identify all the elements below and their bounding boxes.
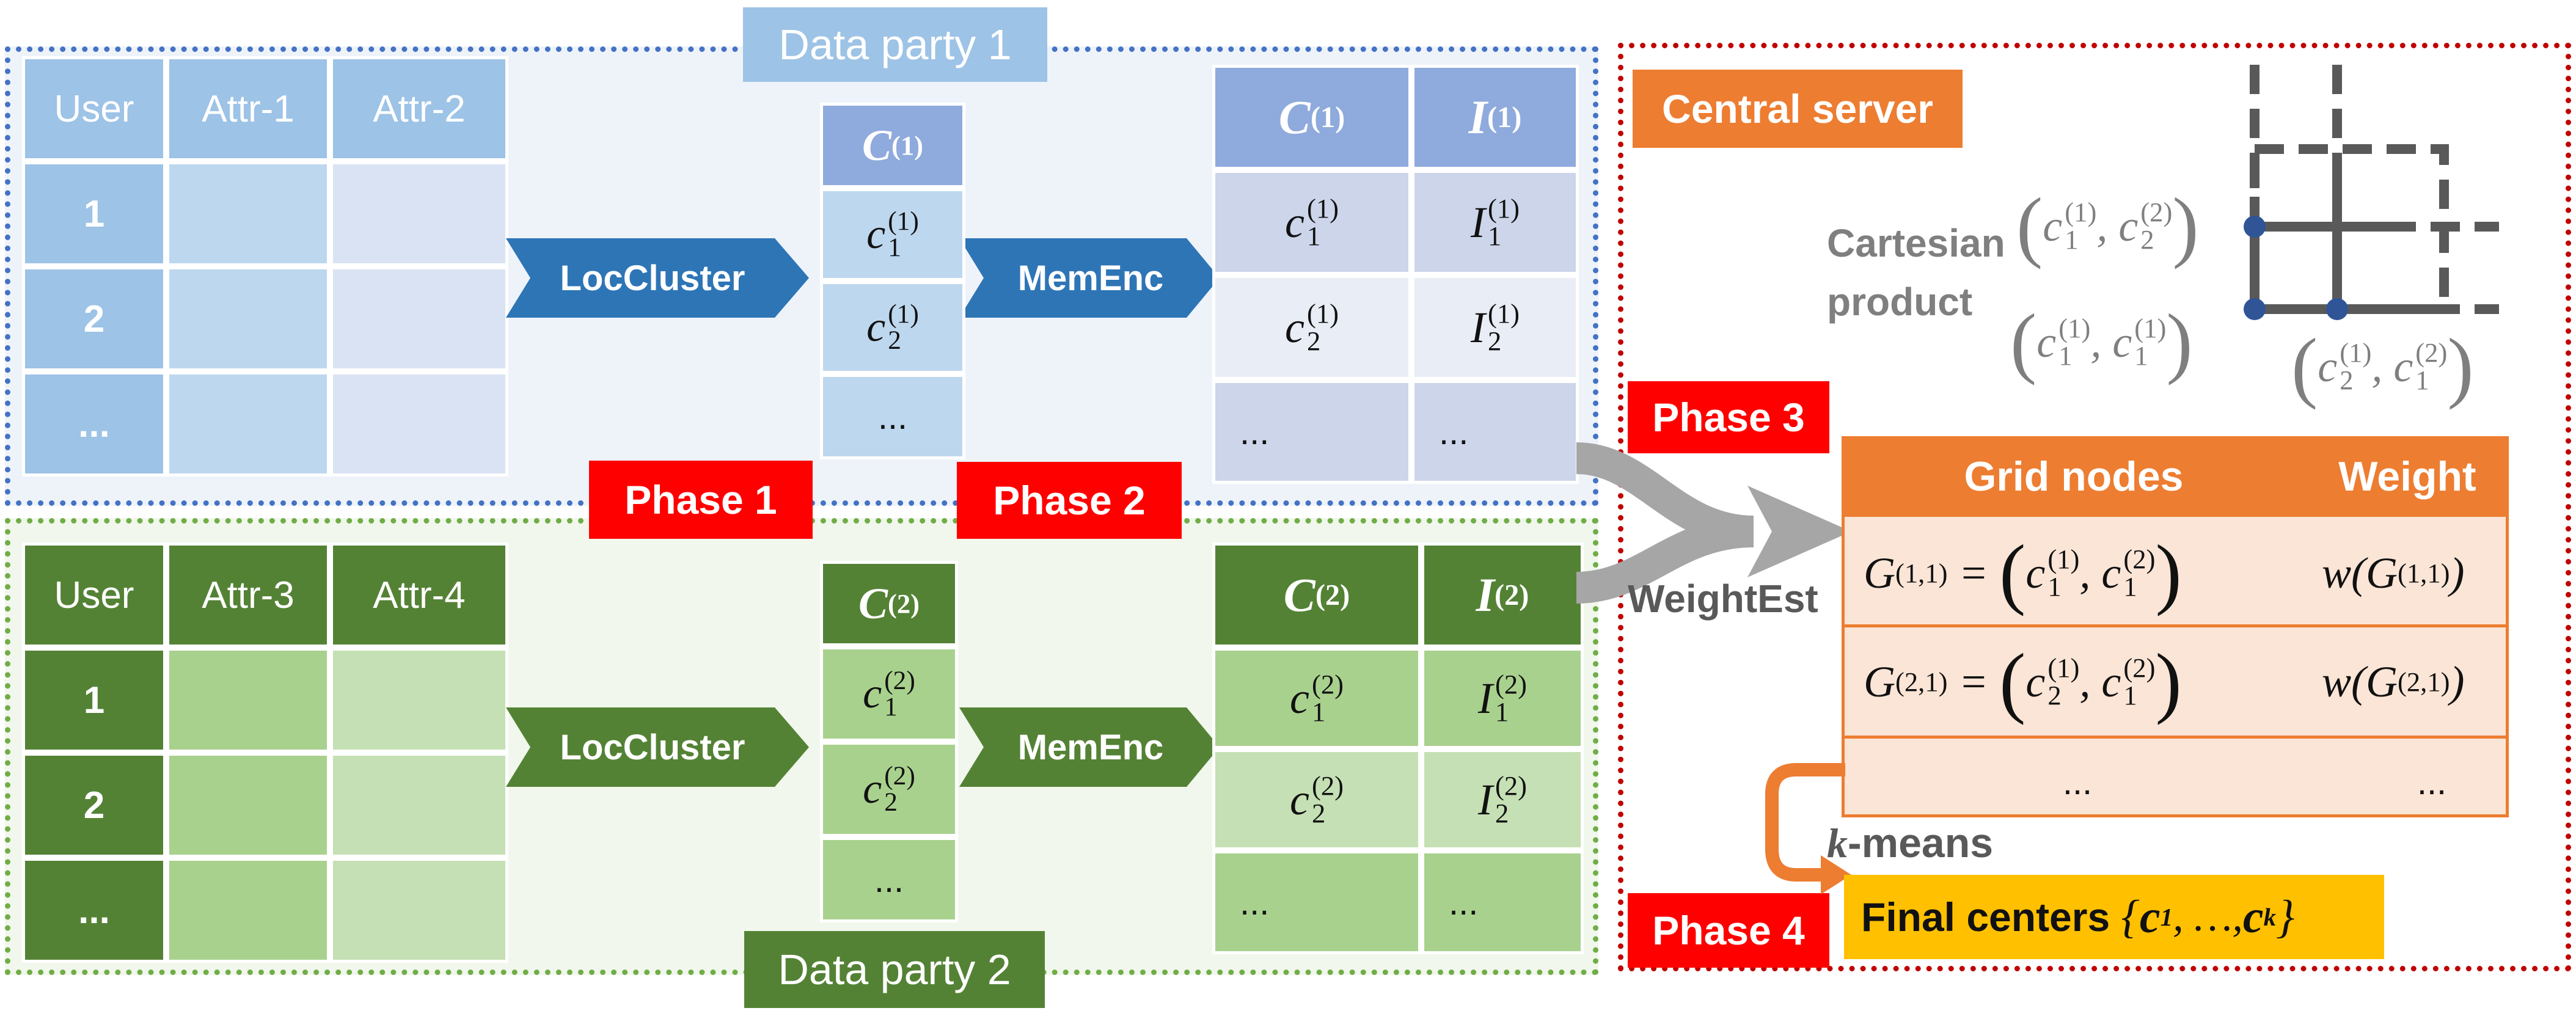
enc-cell: c(2)2 [1212, 749, 1421, 850]
loccluster-label-1: LocCluster [560, 258, 745, 298]
kmeans-label: k-means [1827, 819, 1994, 867]
table-cell [330, 371, 508, 477]
grid-weight-2: w(G(2,1)) [2322, 657, 2465, 706]
memenc-arrow-1 [959, 238, 1220, 318]
enc-cell: c(2)1 [1212, 648, 1421, 749]
cluster-item: c(1)1 [820, 188, 965, 281]
weightest-label: WeightEst [1628, 577, 1818, 621]
grid-row-divider [1842, 624, 2509, 627]
table-header-attr4: Attr-4 [330, 542, 508, 648]
table-row-id: ... [22, 858, 166, 963]
table-row-id: 2 [22, 753, 166, 858]
table-header-attr3: Attr-3 [166, 542, 330, 648]
enc-header-I: I(2) [1421, 542, 1584, 648]
table-cell [330, 648, 508, 753]
table-header-user: User [22, 542, 166, 648]
enc-cell: ... [1212, 850, 1421, 954]
cartesian-grid-icon [2244, 65, 2499, 320]
kmeans-loop-arrow [1765, 763, 1851, 894]
cluster-header: C(2) [820, 561, 958, 646]
party2-label: Data party 2 [744, 931, 1045, 1008]
phase2-label: Phase 2 [957, 462, 1182, 539]
cluster-item: c(2)2 [820, 742, 958, 837]
table-cell [166, 161, 330, 266]
memenc-arrow-2 [959, 707, 1220, 787]
enc-cell: c(1)2 [1212, 275, 1411, 380]
table-cell [166, 266, 330, 371]
grid-header-weight: Weight [2338, 453, 2476, 500]
grid-row-divider [1842, 736, 2509, 739]
pair-c11-c22: (c(1)1, c(2)2) [2016, 182, 2199, 270]
enc-cell: I(1)2 [1411, 275, 1579, 380]
enc-cell: I(2)1 [1421, 648, 1584, 749]
cluster-item: ... [820, 837, 958, 922]
enc-cell: c(1)1 [1212, 170, 1411, 275]
pair-c21-c12: (c(1)2, c(2)1) [2291, 323, 2474, 411]
table-header-attr2: Attr-2 [330, 56, 508, 161]
loccluster-arrow-2 [506, 707, 809, 787]
pair-c11-c11: (c(1)1, c(1)1) [2010, 298, 2193, 386]
grid-table-body [1842, 517, 2509, 817]
loccluster-arrow-1 [506, 238, 809, 318]
grid-ellipsis-weight: ... [2417, 762, 2447, 802]
table-header-attr1: Attr-1 [166, 56, 330, 161]
cluster-item: c(1)2 [820, 281, 965, 374]
table-cell [330, 858, 508, 963]
cluster-header: C(1) [820, 103, 965, 188]
cartesian-label: Cartesian product [1827, 221, 2005, 324]
phase1-label: Phase 1 [589, 461, 813, 539]
table-header-user: User [22, 56, 166, 161]
phase4-label: Phase 4 [1628, 893, 1829, 968]
enc-header-C: C(1) [1212, 65, 1411, 170]
enc-header-C: C(2) [1212, 542, 1421, 648]
party1-label: Data party 1 [743, 7, 1047, 82]
grid-weight-1: w(G(1,1)) [2322, 548, 2465, 597]
table-cell [166, 858, 330, 963]
grid-table-header [1842, 436, 2509, 517]
grid-header-nodes: Grid nodes [1964, 453, 2184, 500]
table-cell [166, 371, 330, 477]
enc-cell: ... [1421, 850, 1584, 954]
grid-node-2: G(2,1) = (c(1)2, c(2)1) [1864, 638, 2182, 726]
table-cell [166, 753, 330, 858]
enc-cell: I(2)2 [1421, 749, 1584, 850]
table-cell [166, 648, 330, 753]
grid-ellipsis-node: ... [2062, 762, 2093, 802]
memenc-label-1: MemEnc [1017, 258, 1164, 298]
enc-cell: ... [1212, 380, 1411, 484]
cluster-item: ... [820, 374, 965, 459]
enc-cell: ... [1411, 380, 1579, 484]
grid-node-1: G(1,1) = (c(1)1, c(2)1) [1864, 529, 2182, 617]
table-row-id: ... [22, 371, 166, 477]
table-cell [330, 753, 508, 858]
central-server-label: Central server [1633, 70, 1963, 148]
weightest-merge-arrow [1575, 442, 1851, 604]
memenc-label-2: MemEnc [1017, 727, 1164, 767]
loccluster-label-2: LocCluster [560, 727, 745, 767]
table-row-id: 1 [22, 648, 166, 753]
enc-cell: I(1)1 [1411, 170, 1579, 275]
table-row-id: 1 [22, 161, 166, 266]
table-row-id: 2 [22, 266, 166, 371]
table-cell [330, 161, 508, 266]
table-cell [330, 266, 508, 371]
cluster-item: c(2)1 [820, 646, 958, 742]
enc-header-I: I(1) [1411, 65, 1579, 170]
phase3-label: Phase 3 [1628, 381, 1829, 453]
